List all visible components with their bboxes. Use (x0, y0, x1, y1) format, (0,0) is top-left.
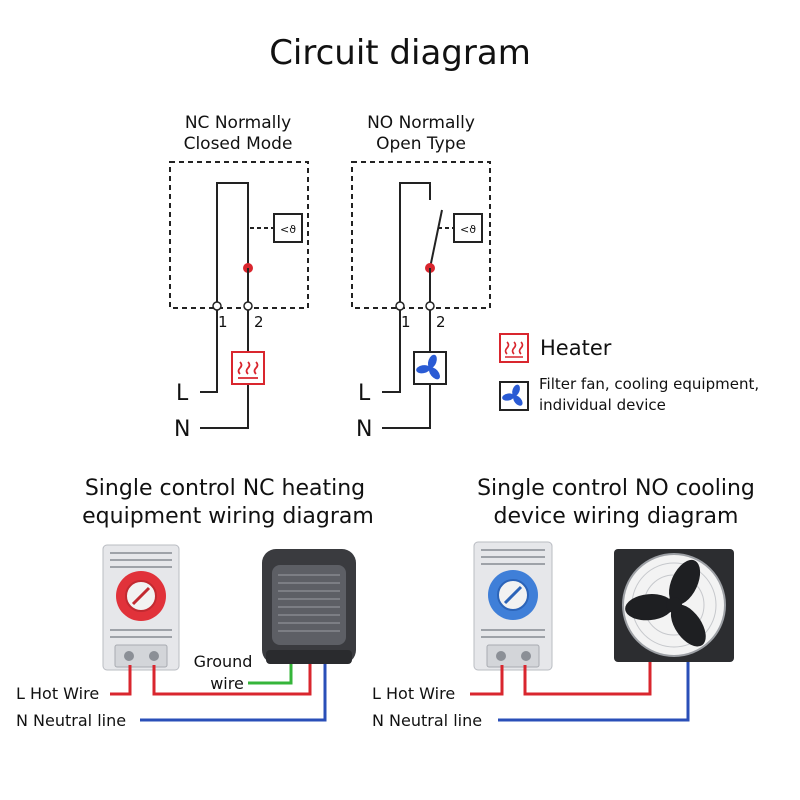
nc-heater-waves (237, 361, 259, 379)
nc-terminal-2 (243, 301, 253, 311)
nc-schematic: NC Normally Closed Mode <ϑ 1 2 L N (169, 113, 309, 442)
no-hot-wire (470, 665, 504, 696)
no-terminal-2 (425, 301, 435, 311)
wiring-no-heading-line2: device wiring diagram (494, 504, 739, 529)
nc-neutral-wire (140, 664, 327, 722)
exhaust-fan-device (614, 549, 734, 662)
wiring-nc-heading-line1: Single control NC heating (85, 476, 365, 501)
nc-thermostat-vents (110, 552, 172, 638)
legend-fan-line1: Filter fan, cooling equipment, (539, 375, 759, 393)
no-thermostat-box (351, 161, 491, 309)
no-terminal-1 (395, 301, 405, 311)
no-terminal-1-label: 1 (401, 313, 411, 331)
nc-terminal-1 (212, 301, 222, 311)
nc-sensor-glyph: <ϑ (280, 223, 296, 236)
nc-terminal-1-label: 1 (218, 313, 228, 331)
no-thermostat-device (473, 541, 553, 671)
nc-caption-line1: NC Normally (185, 113, 291, 133)
nc-ground-wire (248, 664, 293, 685)
ground-wire-label-line1: Ground (194, 652, 253, 671)
no-hot-wire-label: L Hot Wire (372, 684, 455, 703)
no-caption-line1: NO Normally (367, 113, 475, 133)
nc-hot-wire (110, 665, 132, 696)
no-l-wire (382, 305, 401, 393)
no-neutral-label: N Neutral line (372, 711, 482, 730)
nc-terminal-2-label: 2 (254, 313, 264, 331)
no-line-l: L (358, 381, 371, 406)
ground-wire-label-line2: wire (210, 674, 244, 693)
wiring-no-heading-line1: Single control NO cooling (477, 476, 755, 501)
no-thermostat-terminals (486, 644, 540, 668)
no-sensor-glyph: <ϑ (460, 223, 476, 236)
legend-fan-blades (502, 384, 523, 406)
fan-blades (625, 559, 706, 647)
nc-sensor-icon (273, 213, 303, 243)
nc-neutral-label: N Neutral line (16, 711, 126, 730)
no-thermostat-vents (481, 549, 545, 638)
no-schematic: NO Normally Open Type <ϑ 1 2 L N (351, 113, 491, 442)
nc-switched-wire (152, 664, 312, 696)
heater-device (262, 549, 356, 664)
no-n-wire (382, 385, 431, 429)
nc-caption-line2: Closed Mode (184, 134, 293, 154)
no-caption-line2: Open Type (376, 134, 466, 154)
legend-heater-waves (504, 341, 524, 358)
nc-line-l: L (176, 381, 189, 406)
no-switched-wire (523, 662, 652, 696)
no-sensor-icon (453, 213, 483, 243)
nc-n-wire (200, 385, 249, 429)
nc-thermostat-box (169, 161, 309, 309)
wiring-nc-heading-line2: equipment wiring diagram (82, 504, 374, 529)
no-switch-wire (399, 182, 431, 305)
nc-l-wire (200, 305, 218, 393)
nc-switch-wire (216, 182, 249, 305)
heater-grille (278, 574, 340, 632)
no-neutral-wire (498, 662, 690, 722)
no-switch-blade (429, 209, 443, 269)
legend-fan-line2: individual device (539, 396, 666, 414)
no-line-n: N (356, 417, 372, 442)
nc-line-n: N (174, 417, 190, 442)
no-fan-blades (416, 354, 440, 380)
nc-thermostat-terminals (114, 644, 168, 668)
nc-hot-wire-label: L Hot Wire (16, 684, 99, 703)
page-title: Circuit diagram (269, 33, 531, 73)
legend-heater-label: Heater (540, 336, 612, 360)
nc-thermostat-device (102, 544, 180, 671)
legend: Heater Filter fan, cooling equipment, in… (499, 333, 759, 414)
no-terminal-2-label: 2 (436, 313, 446, 331)
